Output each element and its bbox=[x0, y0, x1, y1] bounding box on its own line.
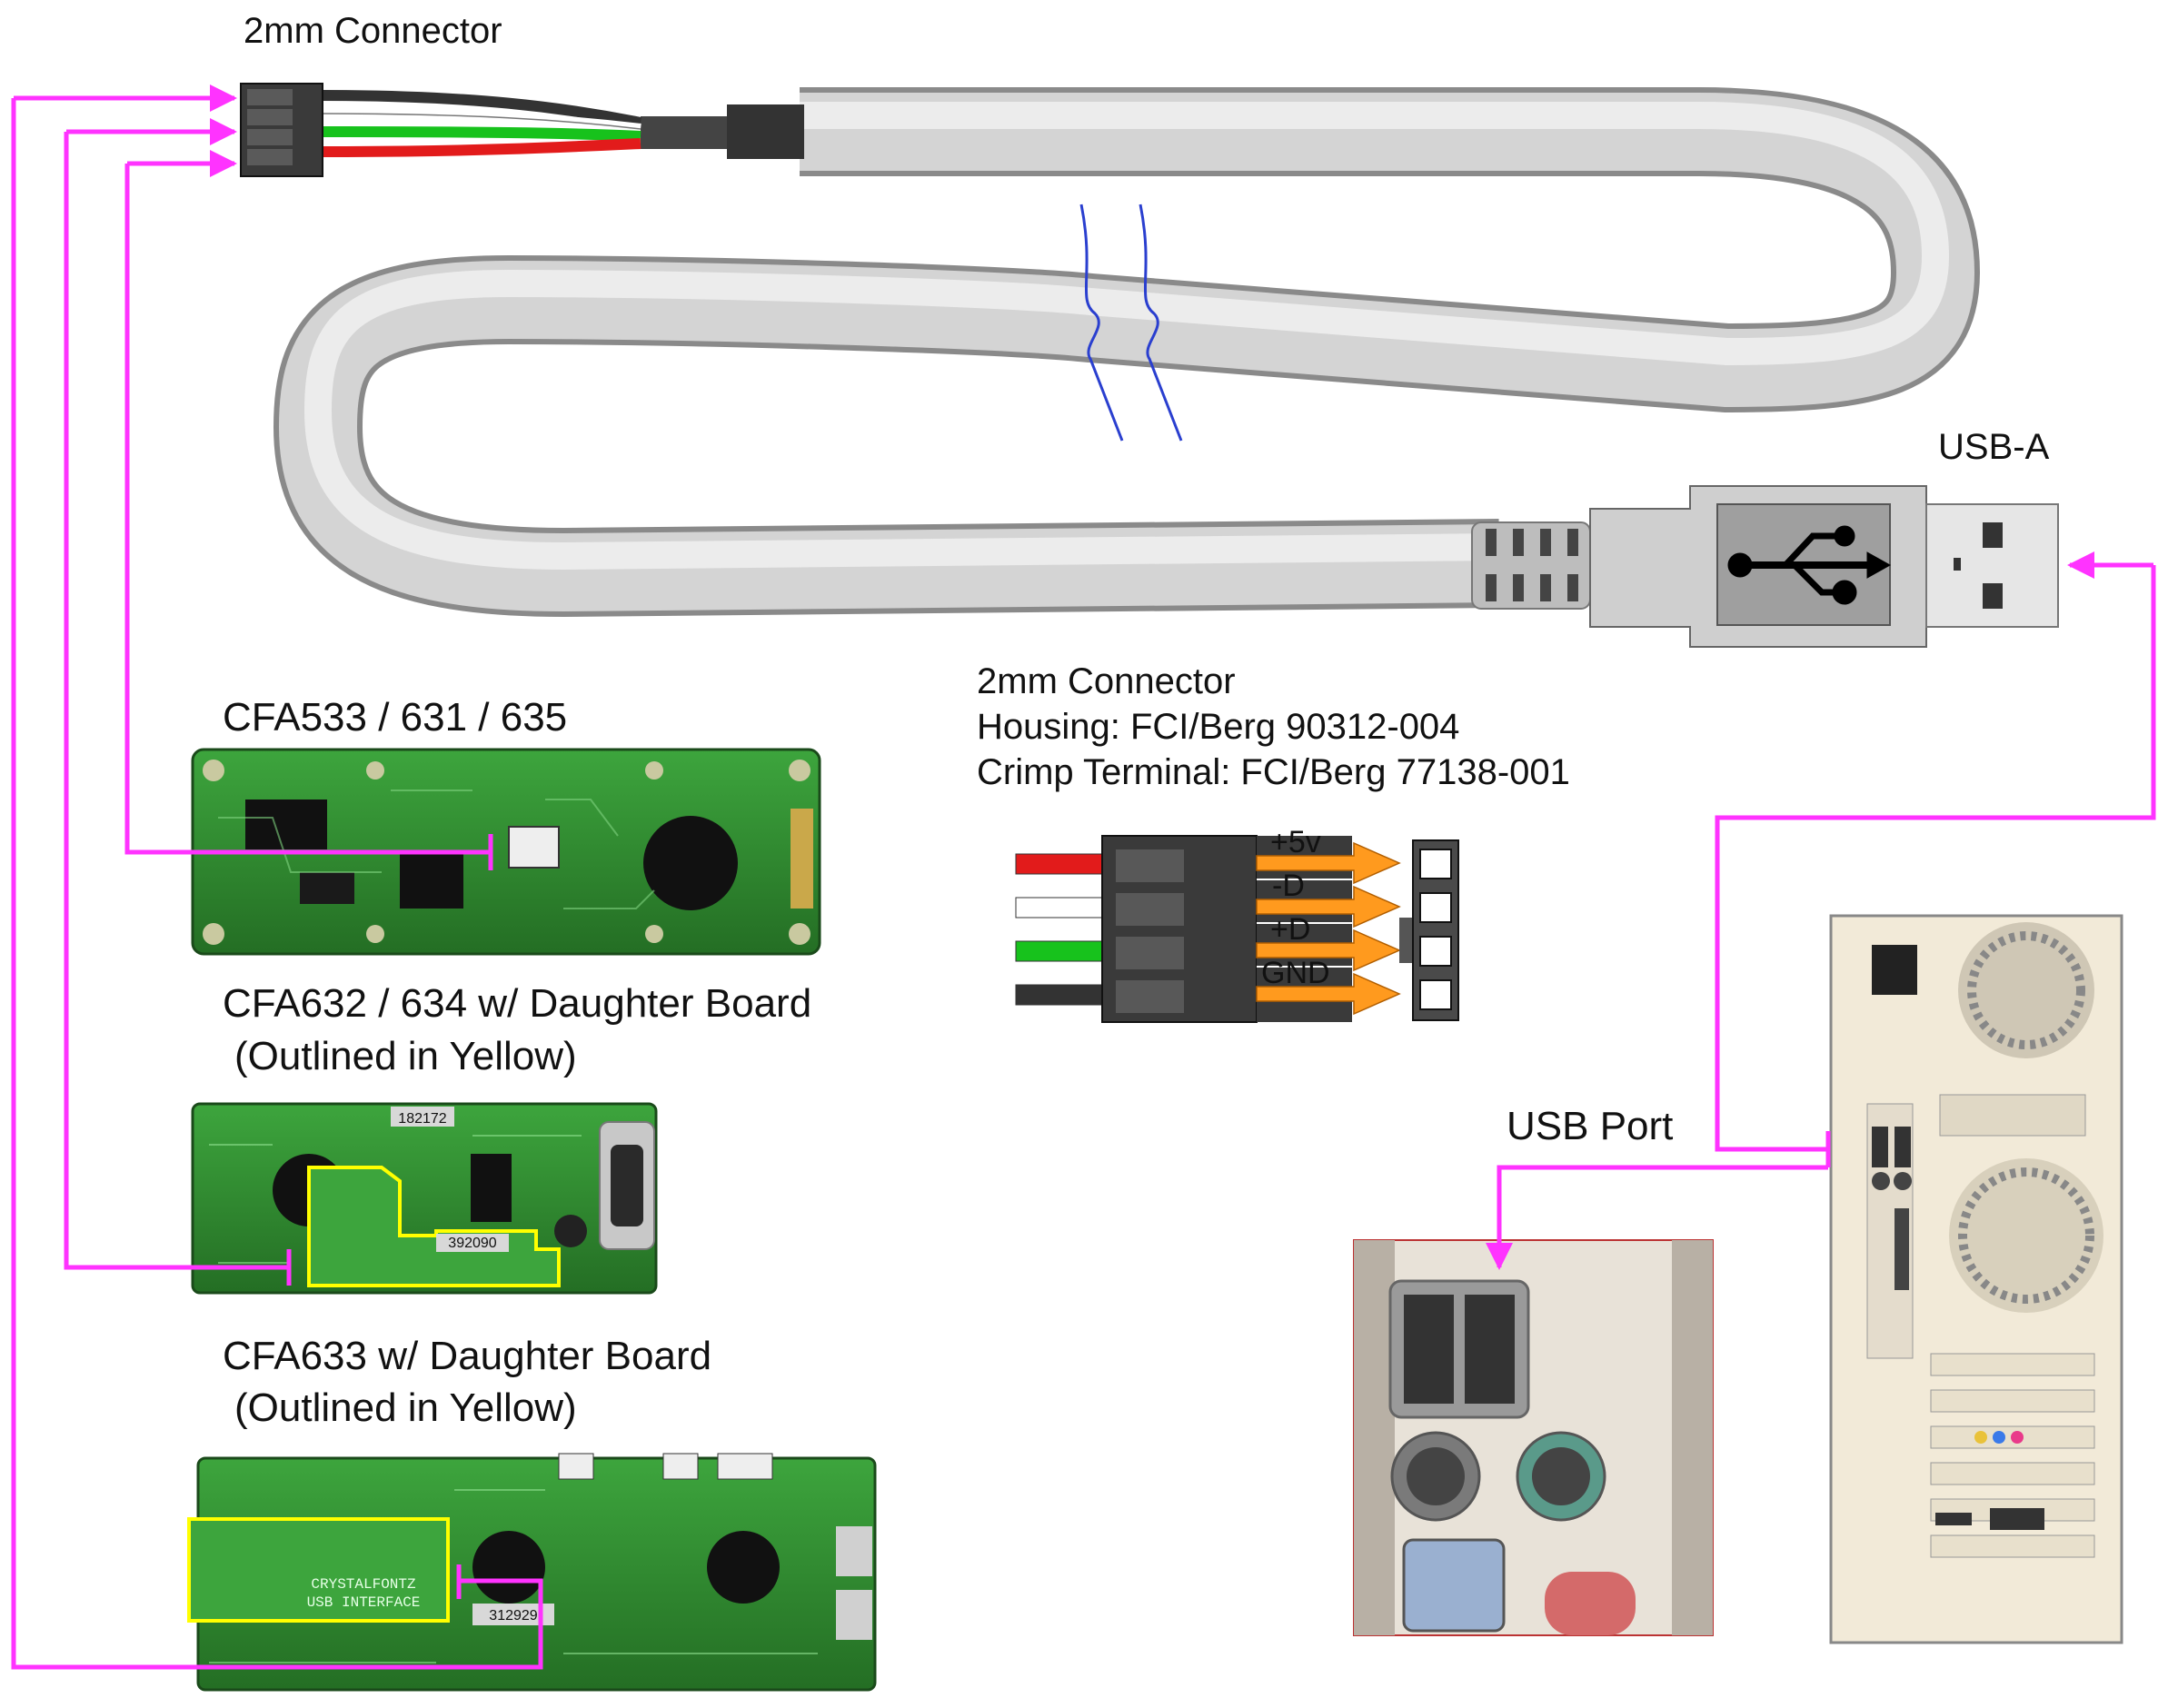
link-pc-to-usb-port bbox=[1486, 1165, 1828, 1270]
board3-sticker: 312929 bbox=[489, 1608, 537, 1624]
board3-note: (Outlined in Yellow) bbox=[234, 1385, 577, 1430]
board1-label: CFA533 / 631 / 635 bbox=[223, 695, 568, 740]
spec-housing: Housing: FCI/Berg 90312-004 bbox=[977, 707, 1460, 747]
usb-port-label: USB Port bbox=[1507, 1104, 1674, 1148]
board-cfa633: CRYSTALFONTZ USB INTERFACE 312929 bbox=[187, 1453, 877, 1692]
connection-lines bbox=[11, 84, 2156, 1670]
pin-label-plus-d: +D bbox=[1270, 912, 1311, 947]
spec-title: 2mm Connector bbox=[977, 661, 1236, 701]
link-board3-to-top-connector bbox=[11, 98, 543, 1670]
board3-label: CFA633 w/ Daughter Board bbox=[223, 1334, 712, 1378]
link-board2-to-top-connector bbox=[64, 132, 289, 1270]
board-cfa533 bbox=[191, 748, 821, 956]
board2-label: CFA632 / 634 w/ Daughter Board bbox=[223, 981, 812, 1026]
pin-label-5v: +5v bbox=[1270, 825, 1321, 859]
pin-label-gnd: GND bbox=[1261, 956, 1330, 990]
pc-tower bbox=[1829, 914, 2123, 1644]
usb-port-closeup bbox=[1353, 1239, 1714, 1636]
pinout-diagram bbox=[1015, 835, 1459, 1023]
board3-daughter-label-2: USB INTERFACE bbox=[307, 1594, 421, 1611]
board2-note: (Outlined in Yellow) bbox=[234, 1034, 577, 1078]
board3-daughter-label-1: CRYSTALFONTZ bbox=[311, 1576, 416, 1593]
board2-sticker: 182172 bbox=[398, 1111, 446, 1127]
usb-a-plug bbox=[1471, 485, 2059, 648]
board-cfa632: 182172 392090 bbox=[191, 1102, 658, 1295]
usb-a-label: USB-A bbox=[1938, 427, 2050, 467]
link-board1-to-top-connector bbox=[124, 164, 491, 855]
top-connector-label: 2mm Connector bbox=[244, 11, 502, 51]
link-usb-a-to-pc bbox=[1715, 565, 2156, 1152]
usb-cable bbox=[273, 87, 1981, 618]
pin-label-minus-d: -D bbox=[1272, 869, 1305, 903]
spec-crimp-terminal: Crimp Terminal: FCI/Berg 77138-001 bbox=[977, 752, 1570, 792]
top-2mm-connector bbox=[240, 83, 642, 177]
board2-daughter-label: 392090 bbox=[448, 1236, 496, 1251]
